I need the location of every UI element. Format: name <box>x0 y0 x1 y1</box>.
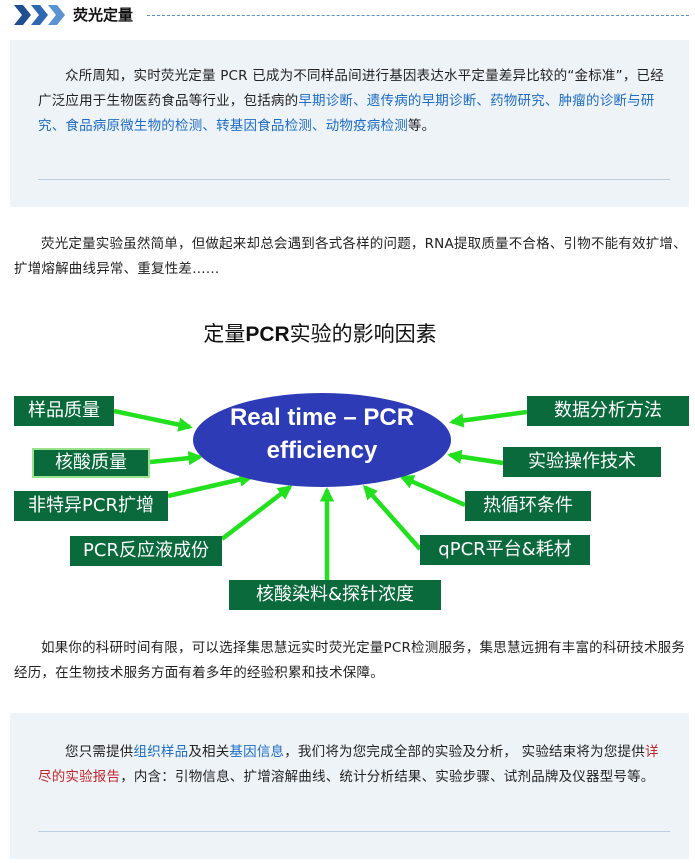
intro-text-end: 等。 <box>407 118 436 134</box>
section-header: 荧光定量 <box>0 0 695 34</box>
factor-reaction-components: PCR反应液成份 <box>70 536 222 566</box>
intro-text: 众所周知，实时荧光定量 PCR 已成为不同样品间进行基因表达水平定量差异比较的“… <box>38 68 664 109</box>
factor-data-analysis: 数据分析方法 <box>527 396 689 426</box>
arrow <box>167 472 254 499</box>
applications-highlight: 早期诊断、遗传病的早期诊断、药物研究、肿瘤的诊断与研究、食品病原微生物的检测、转… <box>38 93 655 134</box>
provide-text: 您只需提供 <box>65 744 134 760</box>
diagram-title-post: 实验的影响因素 <box>289 322 437 346</box>
factor-platform-consumables: qPCR平台&耗材 <box>420 535 590 565</box>
chevron-right-icon <box>14 5 31 25</box>
provide-text: ，我们将为您完成全部的实验及分析， 实验结束将为您提供 <box>284 744 645 760</box>
report-highlight: 详尽的实验报告 <box>38 744 659 785</box>
factor-nonspecific-amplification: 非特异PCR扩增 <box>14 491 168 521</box>
intro-box: 众所周知，实时荧光定量 PCR 已成为不同样品间进行基因表达水平定量差异比较的“… <box>10 40 689 207</box>
factor-operation-technique: 实验操作技术 <box>503 447 661 477</box>
center-ellipse <box>193 393 451 487</box>
section-title: 荧光定量 <box>73 6 134 24</box>
arrow <box>149 450 203 466</box>
factor-dye-probe: 核酸染料&探针浓度 <box>229 580 441 610</box>
arrow <box>113 408 193 432</box>
arrows-layer <box>113 408 528 583</box>
service-paragraph: 如果你的科研时间有限，可以选择集思慧远实时荧光定量PCR检测服务，集思慧远拥有丰… <box>14 640 686 681</box>
diagram-title-pre: 定量 <box>203 322 246 346</box>
problems-paragraph: 荧光定量实验虽然简单，但做起来却总会遇到各式各样的问题，RNA提取质量不合格、引… <box>14 236 687 277</box>
arrow <box>399 474 466 508</box>
chevron-right-icon <box>48 5 65 25</box>
pcr-factors-diagram: 定量PCR实验的影响因素 Real time – PCR efficiency … <box>0 310 695 620</box>
header-dashed-line <box>147 15 689 16</box>
center-label: Real time – PCR efficiency <box>193 401 451 467</box>
chevron-right-icon <box>31 5 48 25</box>
arrow <box>447 449 504 466</box>
arrow <box>220 485 293 541</box>
box-divider <box>38 831 670 832</box>
provide-box: 您只需提供组织样品及相关基因信息，我们将为您完成全部的实验及分析， 实验结束将为… <box>10 713 689 859</box>
arrow <box>363 484 422 551</box>
provide-text: ，内含：引物信息、扩增溶解曲线、统计分析结果、实验步骤、试剂品牌及仪器型号等。 <box>120 769 655 785</box>
diagram-title-bold: PCR <box>245 323 290 346</box>
tissue-sample-highlight: 组织样品 <box>133 744 189 760</box>
factor-nucleic-acid-quality: 核酸质量 <box>32 448 150 478</box>
diagram-title: 定量PCR实验的影响因素 <box>0 318 640 348</box>
factor-sample-quality: 样品质量 <box>14 396 114 426</box>
provide-text: 及相关 <box>188 744 230 760</box>
gene-info-highlight: 基因信息 <box>229 744 285 760</box>
intro-paragraph: 众所周知，实时荧光定量 PCR 已成为不同样品间进行基因表达水平定量差异比较的“… <box>38 64 670 139</box>
center-label-line1: Real time – PCR <box>229 404 415 431</box>
box-divider <box>38 179 670 180</box>
factor-thermal-cycle: 热循环条件 <box>465 491 591 521</box>
provide-paragraph: 您只需提供组织样品及相关基因信息，我们将为您完成全部的实验及分析， 实验结束将为… <box>38 740 670 790</box>
center-label-line2: efficiency <box>266 437 378 464</box>
arrow <box>449 409 528 428</box>
